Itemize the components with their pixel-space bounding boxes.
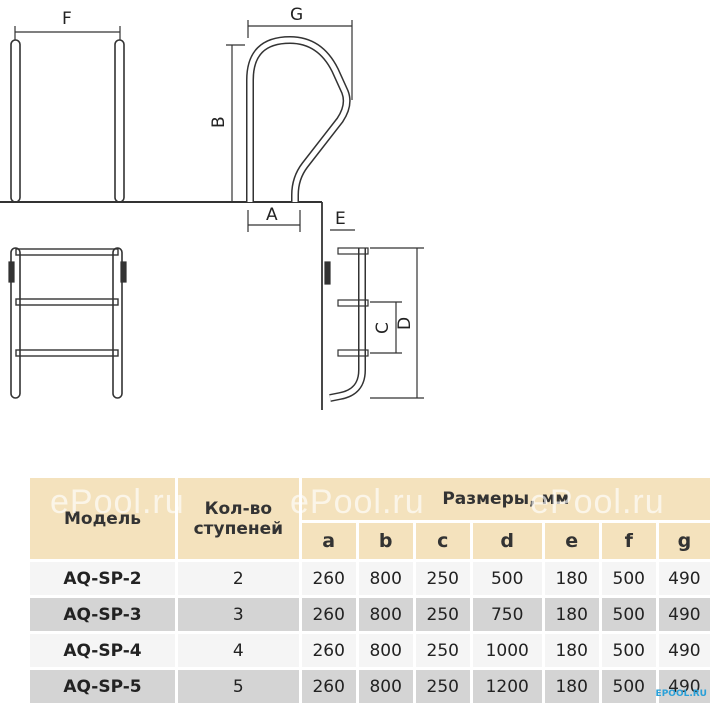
- d-cell: 500: [472, 562, 545, 598]
- table-header-row: Модель Кол-во ступеней Размеры, мм: [30, 478, 713, 562]
- dim-letters-row: a b c d e f g: [30, 523, 713, 562]
- e-cell: 180: [544, 562, 602, 598]
- b-cell: 800: [358, 562, 416, 598]
- model-cell: AQ-SP-2: [30, 562, 179, 598]
- f-cell: 500: [601, 670, 659, 706]
- g-cell: 490: [658, 562, 713, 598]
- spec-table: Модель Кол-во ступеней Размеры, мм a b c…: [30, 478, 713, 706]
- b-cell: 800: [358, 670, 416, 706]
- g-cell: 490: [658, 598, 713, 634]
- dim-letter-d: d: [472, 523, 545, 562]
- d-cell: 1000: [472, 634, 545, 670]
- table-row: AQ-SP-4 4 260 800 250 1000 180 500 490: [30, 634, 713, 670]
- dim-label-c: C: [373, 322, 393, 334]
- c-cell: 250: [415, 634, 473, 670]
- watermark-small: EPOOL.RU: [655, 689, 707, 699]
- e-cell: 180: [544, 670, 602, 706]
- dim-letter-g: g: [658, 523, 713, 562]
- model-cell: AQ-SP-5: [30, 670, 179, 706]
- dim-label-a: A: [266, 205, 278, 225]
- ladder-drawing: F G B A E C D: [0, 5, 424, 410]
- dim-letter-a: a: [301, 523, 359, 562]
- steps-cell: 2: [178, 562, 302, 598]
- f-cell: 500: [601, 598, 659, 634]
- dim-label-g: G: [290, 5, 303, 25]
- a-cell: 260: [301, 562, 359, 598]
- c-cell: 250: [415, 562, 473, 598]
- steps-cell: 3: [178, 598, 302, 634]
- model-cell: AQ-SP-3: [30, 598, 179, 634]
- model-cell: AQ-SP-4: [30, 634, 179, 670]
- c-cell: 250: [415, 598, 473, 634]
- table-row: AQ-SP-3 3 260 800 250 750 180 500 490: [30, 598, 713, 634]
- dim-letter-c: c: [415, 523, 473, 562]
- g-cell: 490: [658, 670, 713, 706]
- dim-label-f: F: [62, 9, 72, 29]
- d-cell: 750: [472, 598, 545, 634]
- table-row: AQ-SP-5 5 260 800 250 1200 180 500 490: [30, 670, 713, 706]
- dim-letter-b: b: [358, 523, 416, 562]
- model-header: Модель: [30, 478, 179, 562]
- f-cell: 500: [601, 634, 659, 670]
- a-cell: 260: [301, 634, 359, 670]
- e-cell: 180: [544, 634, 602, 670]
- c-cell: 250: [415, 670, 473, 706]
- dim-label-d: D: [395, 317, 415, 330]
- b-cell: 800: [358, 598, 416, 634]
- g-cell: 490: [658, 634, 713, 670]
- dim-label-e: E: [335, 209, 346, 229]
- steps-header: Кол-во ступеней: [178, 478, 302, 562]
- dim-letter-f: f: [601, 523, 659, 562]
- dim-label-b: B: [209, 116, 229, 128]
- steps-cell: 4: [178, 634, 302, 670]
- a-cell: 260: [301, 598, 359, 634]
- dim-letter-e: e: [544, 523, 602, 562]
- table-row: AQ-SP-2 2 260 800 250 500 180 500 490: [30, 562, 713, 598]
- e-cell: 180: [544, 598, 602, 634]
- d-cell: 1200: [472, 670, 545, 706]
- dims-header: Размеры, мм: [301, 478, 713, 523]
- b-cell: 800: [358, 634, 416, 670]
- f-cell: 500: [601, 562, 659, 598]
